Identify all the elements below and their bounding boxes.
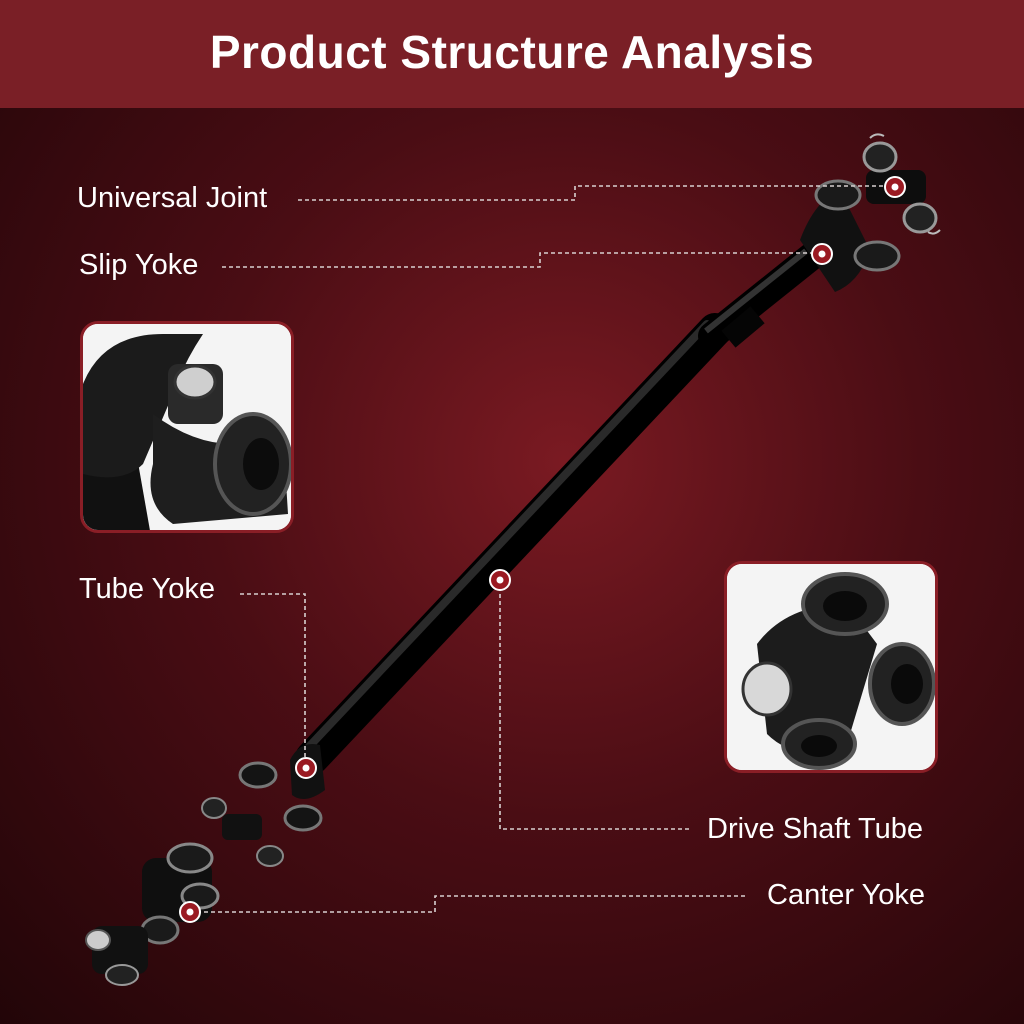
callout-drive-shaft-tube: Drive Shaft Tube bbox=[707, 813, 923, 845]
universal-joint-closeup bbox=[724, 561, 938, 773]
callout-tube-yoke: Tube Yoke bbox=[79, 573, 215, 605]
lower-universal-joint-shape bbox=[201, 797, 284, 867]
slip-yoke-closeup-icon bbox=[83, 324, 291, 530]
slip-yoke-closeup bbox=[80, 321, 294, 533]
universal-joint-shape bbox=[862, 133, 941, 235]
callout-universal-joint: Universal Joint bbox=[77, 182, 268, 214]
drive-shaft-tube-shape bbox=[295, 242, 826, 775]
callout-canter-yoke: Canter Yoke bbox=[767, 879, 926, 911]
page-title: Product Structure Analysis bbox=[209, 26, 815, 78]
leader-lines bbox=[190, 185, 885, 913]
header-banner: Product Structure Analysis bbox=[0, 0, 1024, 108]
slip-yoke-shape bbox=[800, 179, 901, 292]
callout-slip-yoke: Slip Yoke bbox=[79, 249, 199, 281]
callout-markers bbox=[179, 176, 906, 923]
universal-joint-closeup-icon bbox=[727, 564, 935, 770]
